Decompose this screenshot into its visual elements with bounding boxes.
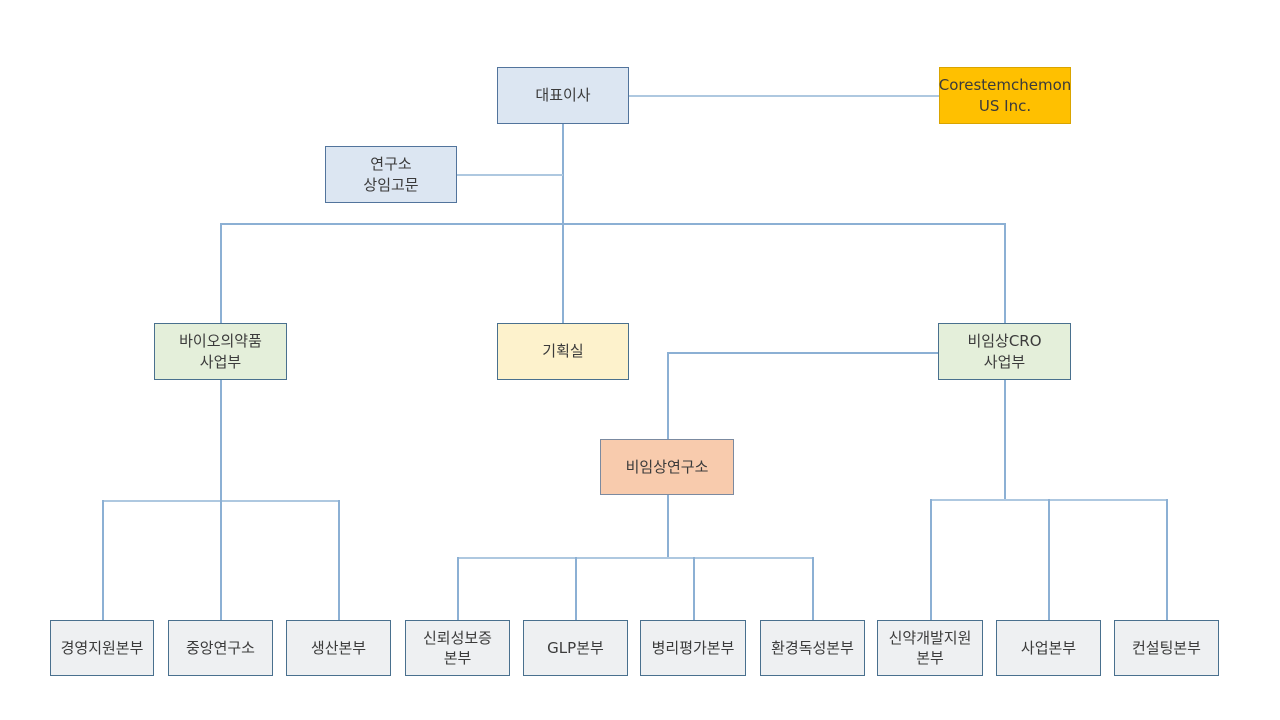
- connector-drop-glp: [575, 557, 577, 620]
- connector-drop-consulting: [1166, 499, 1168, 620]
- org-node-us-subsidiary: Corestemchemon US Inc.: [939, 67, 1071, 124]
- org-node-central-research: 중앙연구소: [168, 620, 273, 676]
- org-node-consulting-hq: 컨설팅본부: [1114, 620, 1219, 676]
- connector-drop-business: [1048, 499, 1050, 620]
- org-node-drug-dev-support-hq: 신약개발지원 본부: [877, 620, 983, 676]
- connector-drop-central-research: [220, 500, 222, 620]
- connector-nonclinical-top: [667, 352, 669, 439]
- org-node-production-hq: 생산본부: [286, 620, 391, 676]
- connector-nonclinical-down: [667, 495, 669, 557]
- connector-drop-cro-division: [1004, 223, 1006, 323]
- connector-drop-mgmt-support: [102, 500, 104, 620]
- connector-main-horizontal: [220, 223, 1004, 225]
- connector-bio-division-down: [220, 380, 222, 500]
- connector-cro-to-nonclinical-horizontal: [667, 352, 938, 354]
- org-node-mgmt-support-hq: 경영지원본부: [50, 620, 154, 676]
- org-node-pathology-eval-hq: 병리평가본부: [640, 620, 746, 676]
- org-node-cro-division: 비임상CRO 사업부: [938, 323, 1071, 380]
- connector-advisor-to-trunk: [457, 174, 563, 176]
- connector-drop-reliability: [457, 557, 459, 620]
- connector-ceo-to-us-subsidiary: [629, 95, 939, 97]
- connector-drop-drug-dev: [930, 499, 932, 620]
- org-node-glp-hq: GLP본부: [523, 620, 628, 676]
- org-node-nonclinical-institute: 비임상연구소: [600, 439, 734, 495]
- org-node-business-hq: 사업본부: [996, 620, 1101, 676]
- org-node-bio-division: 바이오의약품 사업부: [154, 323, 287, 380]
- org-node-advisor: 연구소 상임고문: [325, 146, 457, 203]
- connector-drop-production: [338, 500, 340, 620]
- connector-drop-env-toxicology: [812, 557, 814, 620]
- connector-nonclinical-children-horizontal: [457, 557, 813, 559]
- connector-drop-pathology: [693, 557, 695, 620]
- connector-drop-bio-division: [220, 223, 222, 323]
- org-node-env-toxicology-hq: 환경독성본부: [760, 620, 865, 676]
- org-node-reliability-assurance-hq: 신뢰성보증 본부: [405, 620, 510, 676]
- org-node-planning-office: 기획실: [497, 323, 629, 380]
- connector-cro-division-down: [1004, 380, 1006, 499]
- org-node-ceo: 대표이사: [497, 67, 629, 124]
